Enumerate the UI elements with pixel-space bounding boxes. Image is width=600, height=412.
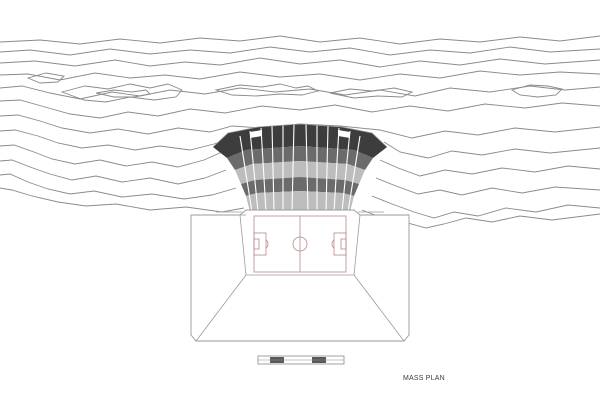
scale-bar [257,355,345,365]
football-pitch [253,215,347,273]
tiered-stands [212,123,388,213]
topographic-contours [0,35,600,229]
stand-entrance-left [250,130,262,138]
site-platform [190,209,410,342]
stand-entrance-right [338,130,350,138]
seating-rows [239,123,361,213]
plan-caption: MASS PLAN [403,375,445,382]
